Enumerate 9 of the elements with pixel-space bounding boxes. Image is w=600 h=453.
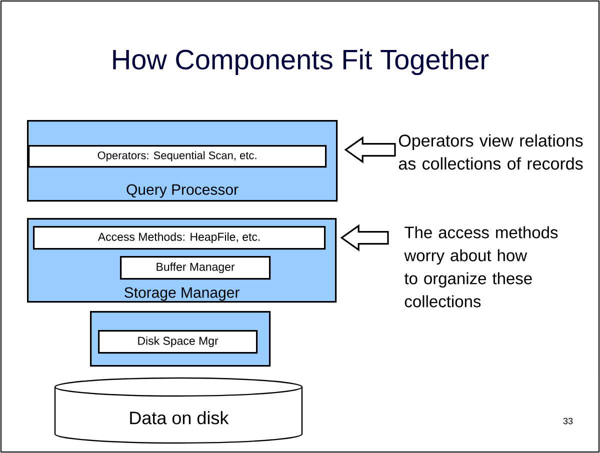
- module-box: Access Methods: HeapFile, etc.: [33, 226, 326, 250]
- note-text: Operators view relations as collections of records: [398, 134, 583, 170]
- disk-cylinder: Data on disk: [54, 377, 303, 444]
- slide-title: How Components Fit Together: [113, 48, 489, 76]
- note-text: The access methods worry about how to organize these collections: [404, 226, 558, 308]
- module-box: Buffer Manager: [120, 256, 271, 280]
- module-box: Disk Space Mgr: [98, 330, 258, 354]
- page-number: 33: [563, 418, 573, 424]
- module-box: Operators: Sequential Scan, etc.: [28, 145, 327, 168]
